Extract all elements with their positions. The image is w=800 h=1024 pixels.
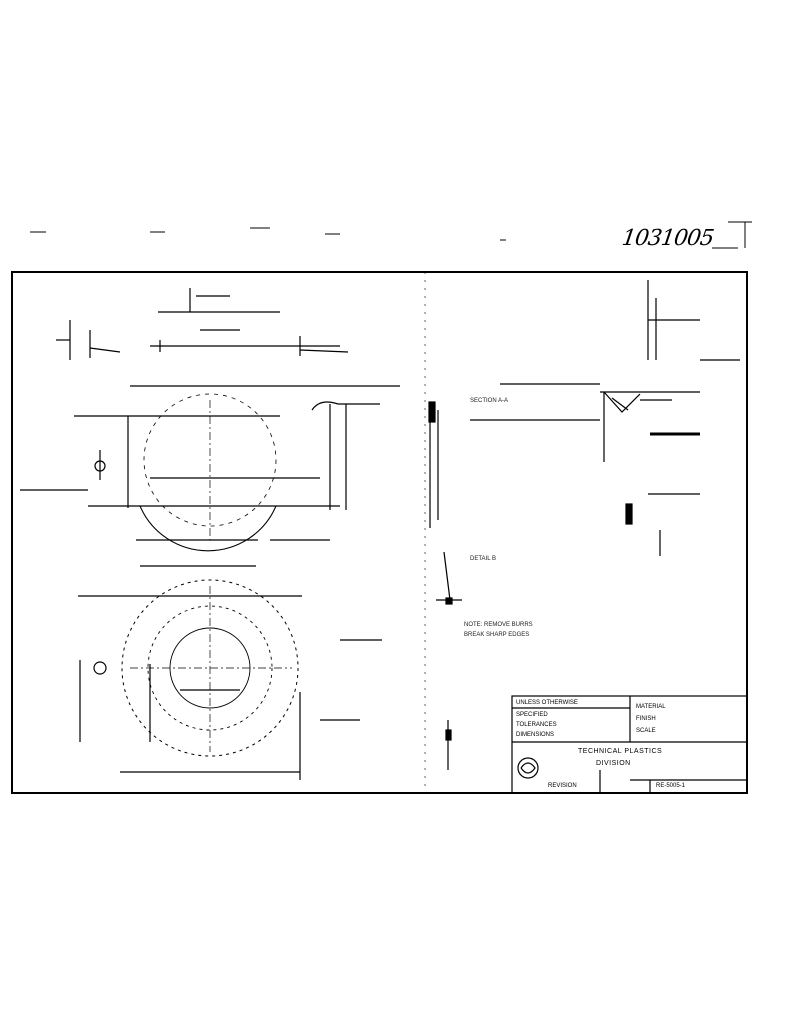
note-remove-burrs: NOTE: REMOVE BURRS (464, 622, 533, 628)
note-break-edges: BREAK SHARP EDGES (464, 632, 530, 638)
tb-revision: REVISION (548, 783, 577, 789)
tb-note-2: SPECIFIED (516, 712, 548, 718)
drawing-border (11, 271, 748, 794)
tb-scale: SCALE (636, 728, 656, 734)
tb-material: MATERIAL (636, 704, 666, 710)
tb-company-line2: DIVISION (596, 760, 631, 767)
plan-view-lower (78, 565, 382, 780)
tb-company-line1: TECHNICAL PLASTICS (578, 748, 663, 755)
tb-note-3: TOLERANCES (516, 722, 557, 728)
note-detail: DETAIL B (470, 556, 497, 562)
tb-finish: FINISH (636, 716, 656, 722)
note-section: SECTION A-A (470, 398, 509, 404)
tb-drawing-number: RE-5005-1 (656, 783, 686, 789)
tb-note-4: DIMENSIONS (516, 732, 555, 738)
tb-note-1: UNLESS OTHERWISE (516, 700, 578, 706)
top-profile-view (56, 288, 349, 360)
section-view-upper (20, 385, 400, 552)
top-stray-marks (30, 221, 752, 249)
detail-view-right (428, 280, 740, 770)
title-block-lines (511, 695, 748, 794)
